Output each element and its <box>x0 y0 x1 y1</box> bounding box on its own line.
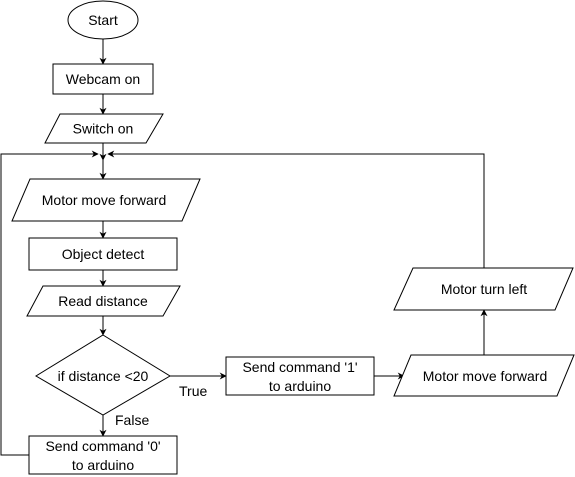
send-command-0-line-2: to arduino <box>72 457 134 473</box>
switch-on-node: Switch on <box>44 113 164 144</box>
edge-label-true: True <box>179 383 207 399</box>
switch-on-label: Switch on <box>73 121 134 137</box>
object-detect-node: Object detect <box>28 237 178 271</box>
send-command-1-line-2: to arduino <box>269 378 331 394</box>
object-detect-label: Object detect <box>62 246 145 262</box>
decision-node: if distance <20 <box>35 334 171 416</box>
webcam-on-label: Webcam on <box>66 71 140 87</box>
start-node: Start <box>67 0 139 40</box>
motor-move-forward-node: Motor move forward <box>11 178 201 222</box>
motor-turn-left-label: Motor turn left <box>441 281 527 297</box>
webcam-on-node: Webcam on <box>52 63 154 95</box>
decision-label: if distance <20 <box>58 368 149 384</box>
edge-turn-left-loop <box>107 150 485 268</box>
send-command-0-line-1: Send command '0' <box>45 438 160 454</box>
edge-label-false: False <box>115 412 149 428</box>
motor-turn-left-node: Motor turn left <box>393 267 574 311</box>
read-distance-node: Read distance <box>26 285 181 317</box>
start-label: Start <box>88 12 118 28</box>
send-command-1-node: Send command '1' to arduino <box>225 356 375 396</box>
send-command-1-line-1: Send command '1' <box>242 359 357 375</box>
read-distance-label: Read distance <box>58 293 148 309</box>
edge-send0-loop <box>0 150 99 456</box>
motor-move-forward-2-node: Motor move forward <box>393 354 575 397</box>
edges <box>0 39 488 456</box>
send-command-0-node: Send command '0' to arduino <box>28 435 178 475</box>
motor-move-forward-2-label: Motor move forward <box>423 368 547 384</box>
motor-move-forward-label: Motor move forward <box>42 192 166 208</box>
